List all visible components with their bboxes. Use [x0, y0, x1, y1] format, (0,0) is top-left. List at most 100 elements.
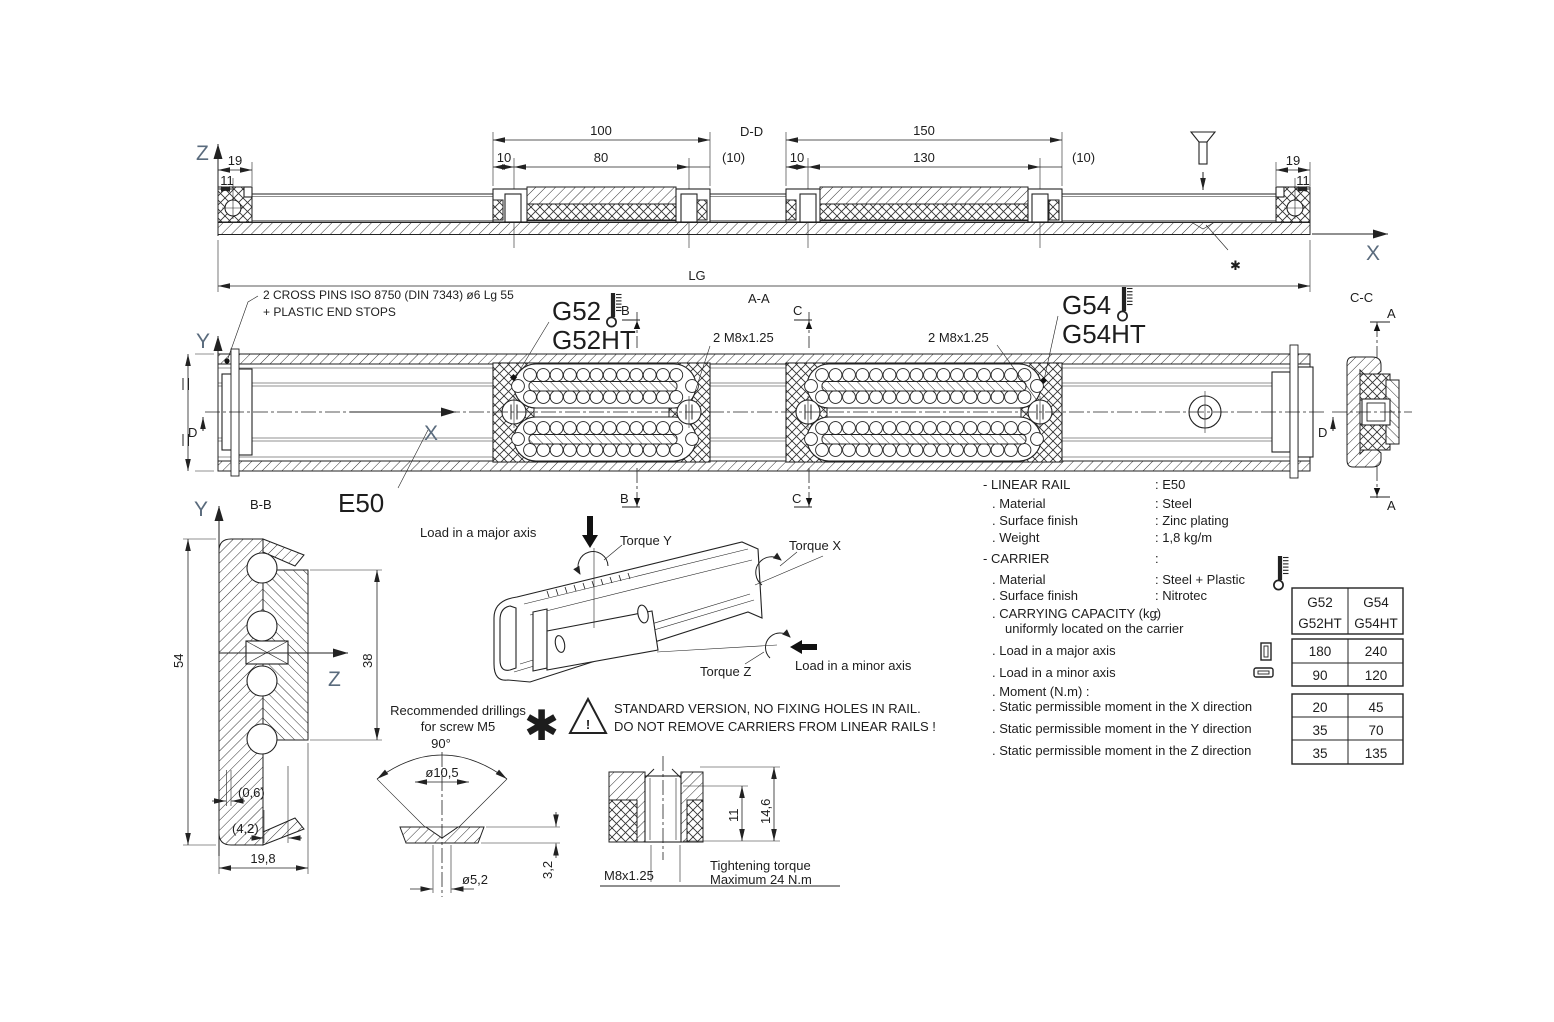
dim-0-6: (0,6)	[238, 785, 265, 800]
isometric-view: Load in a major axis Torque Y Torque X T…	[420, 516, 912, 683]
dim-d-left: D	[188, 425, 197, 440]
spec-row: . Load in a major axis	[992, 643, 1116, 658]
drill-note-line2: for screw M5	[421, 719, 495, 734]
section-a-bottom: A	[1387, 498, 1396, 513]
table-header-g54ht: G54HT	[1354, 616, 1398, 631]
section-bb-view: Y Z 54 38 (0,6) (4,2) 19,8	[171, 498, 382, 874]
countersink-notch	[1191, 222, 1215, 230]
svg-text:!: !	[586, 717, 590, 732]
table-cell: 120	[1365, 668, 1388, 683]
spec-row: . Material	[992, 572, 1046, 587]
y-axis-label-bb: Y	[194, 498, 208, 521]
drill-note-line1: Recommended drillings	[390, 703, 526, 718]
spec-row: . Load in a minor axis	[992, 665, 1116, 680]
cross-pins-note-line1: 2 CROSS PINS ISO 8750 (DIN 7343) ø6 Lg 5…	[263, 288, 514, 302]
carrier-label-g52ht: G52HT	[552, 325, 636, 355]
plan-carrier-g52	[492, 362, 711, 463]
spec-row: . Weight	[992, 530, 1040, 545]
warning-note: ✱ ! STANDARD VERSION, NO FIXING HOLES IN…	[524, 696, 936, 749]
dim-150: 150	[913, 123, 935, 138]
section-label-bb: B-B	[250, 497, 272, 512]
dim-19-left: 19	[228, 153, 242, 168]
section-b-top: B	[621, 303, 630, 318]
tightening-torque-line2: Maximum 24 N.m	[710, 872, 812, 887]
x-axis-label: X	[1366, 242, 1380, 265]
screw-callout-2: 2 M8x1.25	[928, 330, 989, 345]
dim-19-8: 19,8	[250, 851, 275, 866]
z-axis-label: Z	[196, 142, 209, 165]
spec-value: : Zinc plating	[1155, 513, 1229, 528]
equal-spacing-marks	[182, 378, 189, 446]
spec-value: : Steel	[1155, 496, 1192, 511]
section-cc-view: C-C A A	[1332, 290, 1412, 513]
load-minor-icon	[1253, 667, 1274, 678]
spec-row: . Static permissible moment in the X dir…	[992, 699, 1252, 714]
section-label-cc: C-C	[1350, 290, 1373, 305]
load-major-icon	[1260, 642, 1272, 661]
table-cell: 35	[1312, 723, 1327, 738]
table-cell: 240	[1365, 644, 1388, 659]
rail-base-strip	[217, 222, 1311, 235]
spec-row: . Surface finish	[992, 513, 1078, 528]
table-cell: 90	[1312, 668, 1327, 683]
plan-view: X 2 CROSS PINS ISO 8750 (DIN 7343) ø6 Lg…	[182, 287, 1336, 518]
tightening-torque-line1: Tightening torque	[710, 858, 811, 873]
dim-54: 54	[171, 654, 186, 668]
dim-10-b: 10	[790, 150, 804, 165]
table-cell: 135	[1365, 746, 1388, 761]
plan-carrier-g54	[785, 362, 1063, 463]
load-minor-arrow	[790, 640, 817, 654]
spec-row: . Static permissible moment in the Z dir…	[992, 743, 1251, 758]
carrier-label-g54ht: G54HT	[1062, 319, 1146, 349]
iso-torque-x-label: Torque X	[789, 538, 841, 553]
warning-triangle-icon: !	[568, 696, 608, 734]
side-carrier-150	[785, 158, 1063, 248]
iso-hole-left	[554, 635, 566, 653]
spec-row: . Material	[992, 496, 1046, 511]
bb-top-hook	[262, 538, 305, 567]
iso-load-minor-label: Load in a minor axis	[795, 658, 912, 673]
spec-value: :	[1155, 551, 1159, 566]
warning-line2: DO NOT REMOVE CARRIERS FROM LINEAR RAILS…	[614, 719, 936, 734]
section-line-c: C C	[792, 303, 813, 510]
table-cell: 35	[1312, 746, 1327, 761]
spec-row: - CARRIER	[983, 551, 1049, 566]
x-axis-label-plan: X	[424, 422, 438, 445]
spec-value: : 1,8 kg/m	[1155, 530, 1212, 545]
dim-10-paren-a: (10)	[722, 150, 745, 165]
section-label-dd: D-D	[740, 124, 763, 139]
spec-value: : Steel + Plastic	[1155, 572, 1245, 587]
thread-label: M8x1.25	[604, 868, 654, 883]
drilling-detail: Recommended drillings for screw M5 90° ø…	[376, 703, 560, 897]
table-cell: 20	[1312, 700, 1327, 715]
z-axis-label-bb: Z	[328, 668, 341, 691]
table-cell: 45	[1368, 700, 1383, 715]
warning-line1: STANDARD VERSION, NO FIXING HOLES IN RAI…	[614, 701, 921, 716]
iso-torque-y-label: Torque Y	[620, 533, 672, 548]
spec-value: :	[1155, 606, 1159, 621]
dim-11-right: 11	[1296, 173, 1310, 188]
dim-lg: LG	[688, 268, 705, 283]
screw-callout-1: 2 M8x1.25	[713, 330, 774, 345]
load-major-arrow	[582, 516, 598, 548]
spec-row: . Static permissible moment in the Y dir…	[992, 721, 1252, 736]
iso-carrier-plate	[546, 610, 659, 671]
countersunk-screw-icon	[1189, 131, 1217, 190]
bb-bottom-hook	[262, 817, 305, 846]
cross-pins-note-line2: + PLASTIC END STOPS	[263, 305, 396, 319]
iso-load-major-label: Load in a major axis	[420, 525, 537, 540]
section-a-top: A	[1387, 306, 1396, 321]
table-cell: 180	[1309, 644, 1332, 659]
plan-right-end-cap	[1271, 344, 1314, 479]
dim-3-2: 3,2	[540, 861, 555, 879]
thread-insert-detail: 11 14,6 M8x1.25 Tightening torque Maximu…	[600, 756, 840, 887]
spec-list: - LINEAR RAIL : E50 . Material : Steel .…	[983, 477, 1289, 758]
cc-rail-profile	[1346, 356, 1382, 468]
table-cell: 70	[1368, 723, 1383, 738]
dim-11-left: 11	[220, 173, 234, 188]
dim-dia-5-2: ø5,2	[462, 872, 488, 887]
section-c-bottom: C	[792, 491, 801, 506]
asterisk-symbol-note: ✱	[524, 702, 559, 749]
